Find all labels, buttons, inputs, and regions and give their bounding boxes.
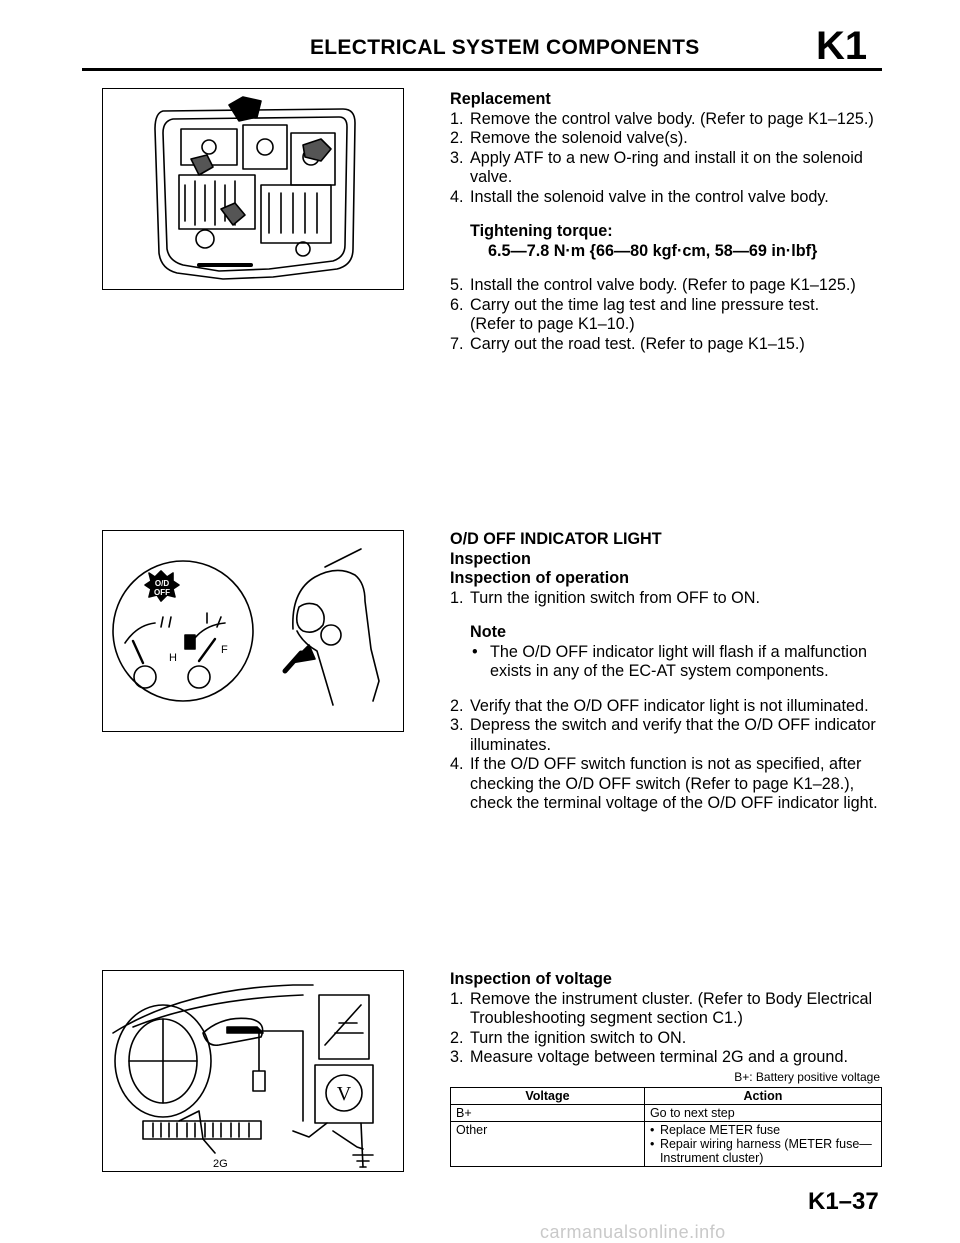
gauge-label-f: F bbox=[221, 644, 228, 656]
step-item: 4.If the O/D OFF switch function is not … bbox=[450, 755, 878, 812]
step-item: 2.Remove the solenoid valve(s). bbox=[450, 129, 688, 147]
heading-inspection-of-voltage: Inspection of voltage bbox=[450, 970, 612, 988]
badge-text-top: O/D bbox=[155, 579, 169, 588]
step-item: 3.Apply ATF to a new O-ring and install … bbox=[450, 148, 863, 187]
table-header-voltage: Voltage bbox=[450, 1087, 645, 1105]
torque-value: 6.5—7.8 N·m {66—80 kgf·cm, 58—69 in·lbf} bbox=[488, 241, 818, 260]
heading-inspection: Inspection bbox=[450, 549, 531, 568]
table-cell-action: Go to next step bbox=[643, 1104, 883, 1122]
step-item: 2.Verify that the O/D OFF indicator ligh… bbox=[450, 696, 869, 715]
step-item: 3.Depress the switch and verify that the… bbox=[450, 716, 876, 754]
table-cell-voltage: Other bbox=[450, 1121, 645, 1167]
note-label: Note bbox=[470, 623, 506, 641]
table-cell-voltage: B+ bbox=[450, 1104, 645, 1122]
step-item: 1.Turn the ignition switch from OFF to O… bbox=[450, 588, 760, 607]
table-header-action: Action bbox=[643, 1087, 883, 1105]
table-caption: B+: Battery positive voltage bbox=[734, 1069, 880, 1084]
figure-od-off-indicator: O/D OFF H F bbox=[102, 530, 404, 732]
step-item: 1.Remove the control valve body. (Refer … bbox=[450, 109, 874, 128]
action-item: •Repair wiring harness (METER fuse—Instr… bbox=[649, 1137, 872, 1165]
page-number: K1–37 bbox=[808, 1188, 879, 1215]
step-item: 3.Measure voltage between terminal 2G an… bbox=[450, 1048, 848, 1066]
section-replacement: Replacement 1.Remove the control valve b… bbox=[450, 90, 890, 354]
page-section-code: K1 bbox=[816, 24, 868, 68]
note-item: •The O/D OFF indicator light will flash … bbox=[472, 642, 867, 681]
figure-voltage-inspection: V 2G bbox=[102, 970, 404, 1172]
header-rule bbox=[82, 68, 882, 71]
table-header-row: Voltage Action bbox=[450, 1087, 883, 1105]
table-row: B+ Go to next step bbox=[450, 1104, 883, 1122]
table-cell-action: •Replace METER fuse •Repair wiring harne… bbox=[643, 1121, 883, 1167]
gauge-label-h: H bbox=[169, 652, 177, 664]
step-item: 2.Turn the ignition switch to ON. bbox=[450, 1028, 687, 1047]
terminal-2g-label: 2G bbox=[213, 1158, 228, 1170]
step-item: 4.Install the solenoid valve in the cont… bbox=[450, 187, 829, 206]
heading-od-off-indicator: O/D OFF INDICATOR LIGHT bbox=[450, 530, 662, 548]
page-section-title: ELECTRICAL SYSTEM COMPONENTS bbox=[310, 36, 700, 59]
heading-replacement: Replacement bbox=[450, 90, 551, 108]
section-od-off-indicator: O/D OFF INDICATOR LIGHT Inspection Inspe… bbox=[450, 530, 890, 814]
step-item: 7.Carry out the road test. (Refer to pag… bbox=[450, 334, 805, 353]
step-item: 1.Remove the instrument cluster. (Refer … bbox=[450, 989, 873, 1028]
table-row: Other •Replace METER fuse •Repair wiring… bbox=[450, 1121, 883, 1167]
voltage-table: Voltage Action B+ Go to next step Other … bbox=[450, 1087, 883, 1167]
section-voltage-inspection: Inspection of voltage 1.Remove the instr… bbox=[450, 970, 890, 1167]
action-item: •Replace METER fuse bbox=[649, 1123, 781, 1137]
torque-label: Tightening torque: bbox=[470, 222, 613, 240]
step-item: 6.Carry out the time lag test and line p… bbox=[450, 295, 820, 334]
step-item: 5.Install the control valve body. (Refer… bbox=[450, 276, 856, 294]
badge-text-bottom: OFF bbox=[154, 588, 170, 597]
meter-v-label: V bbox=[337, 1083, 352, 1105]
watermark: carmanualsonline.info bbox=[540, 1222, 726, 1242]
heading-inspection-of-operation: Inspection of operation bbox=[450, 569, 629, 587]
figure-control-valve-body bbox=[102, 88, 404, 290]
